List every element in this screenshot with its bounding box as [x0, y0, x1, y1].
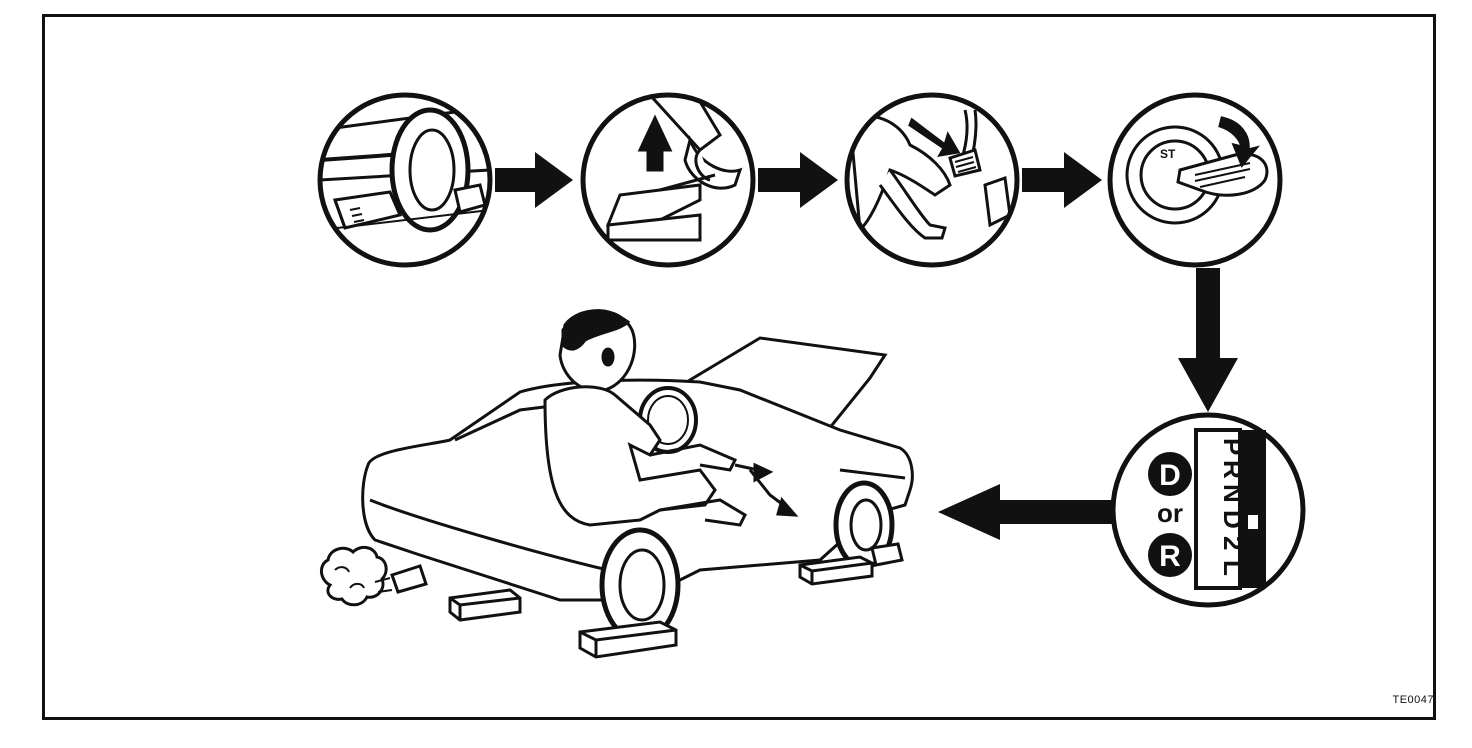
- diagram-border: [42, 14, 1436, 720]
- gate-L: L: [1218, 560, 1248, 576]
- choice-drive-label: D: [1159, 459, 1181, 492]
- exhaust-smoke-icon: [320, 545, 393, 607]
- choice-or-label: or: [1157, 498, 1183, 528]
- arrow-left-icon: [938, 484, 1112, 540]
- gate-N: N: [1218, 484, 1248, 503]
- gate-D: D: [1218, 510, 1248, 529]
- gate-P: P: [1218, 438, 1248, 455]
- step-wheel-chock-circle: [317, 92, 493, 268]
- gate-2: 2: [1218, 536, 1248, 550]
- choice-reverse-label: R: [1159, 540, 1181, 573]
- arrow-right-icon: [758, 152, 838, 208]
- step-parking-brake-circle: [580, 92, 756, 268]
- arrow-down-icon: [1178, 268, 1238, 412]
- step-brake-pedal-circle: [844, 92, 1020, 268]
- gate-R: R: [1218, 460, 1248, 479]
- arrow-right-icon: [495, 152, 573, 208]
- step-ignition-key-circle: ST: [1107, 92, 1283, 268]
- figure-code: TE0047: [1392, 694, 1434, 706]
- car-with-driver-illustration: [320, 309, 914, 659]
- step-shift-position-circle: P R N D 2 L D or R: [1110, 412, 1306, 608]
- arrow-right-icon: [1022, 152, 1102, 208]
- svg-text:ST: ST: [1160, 147, 1176, 161]
